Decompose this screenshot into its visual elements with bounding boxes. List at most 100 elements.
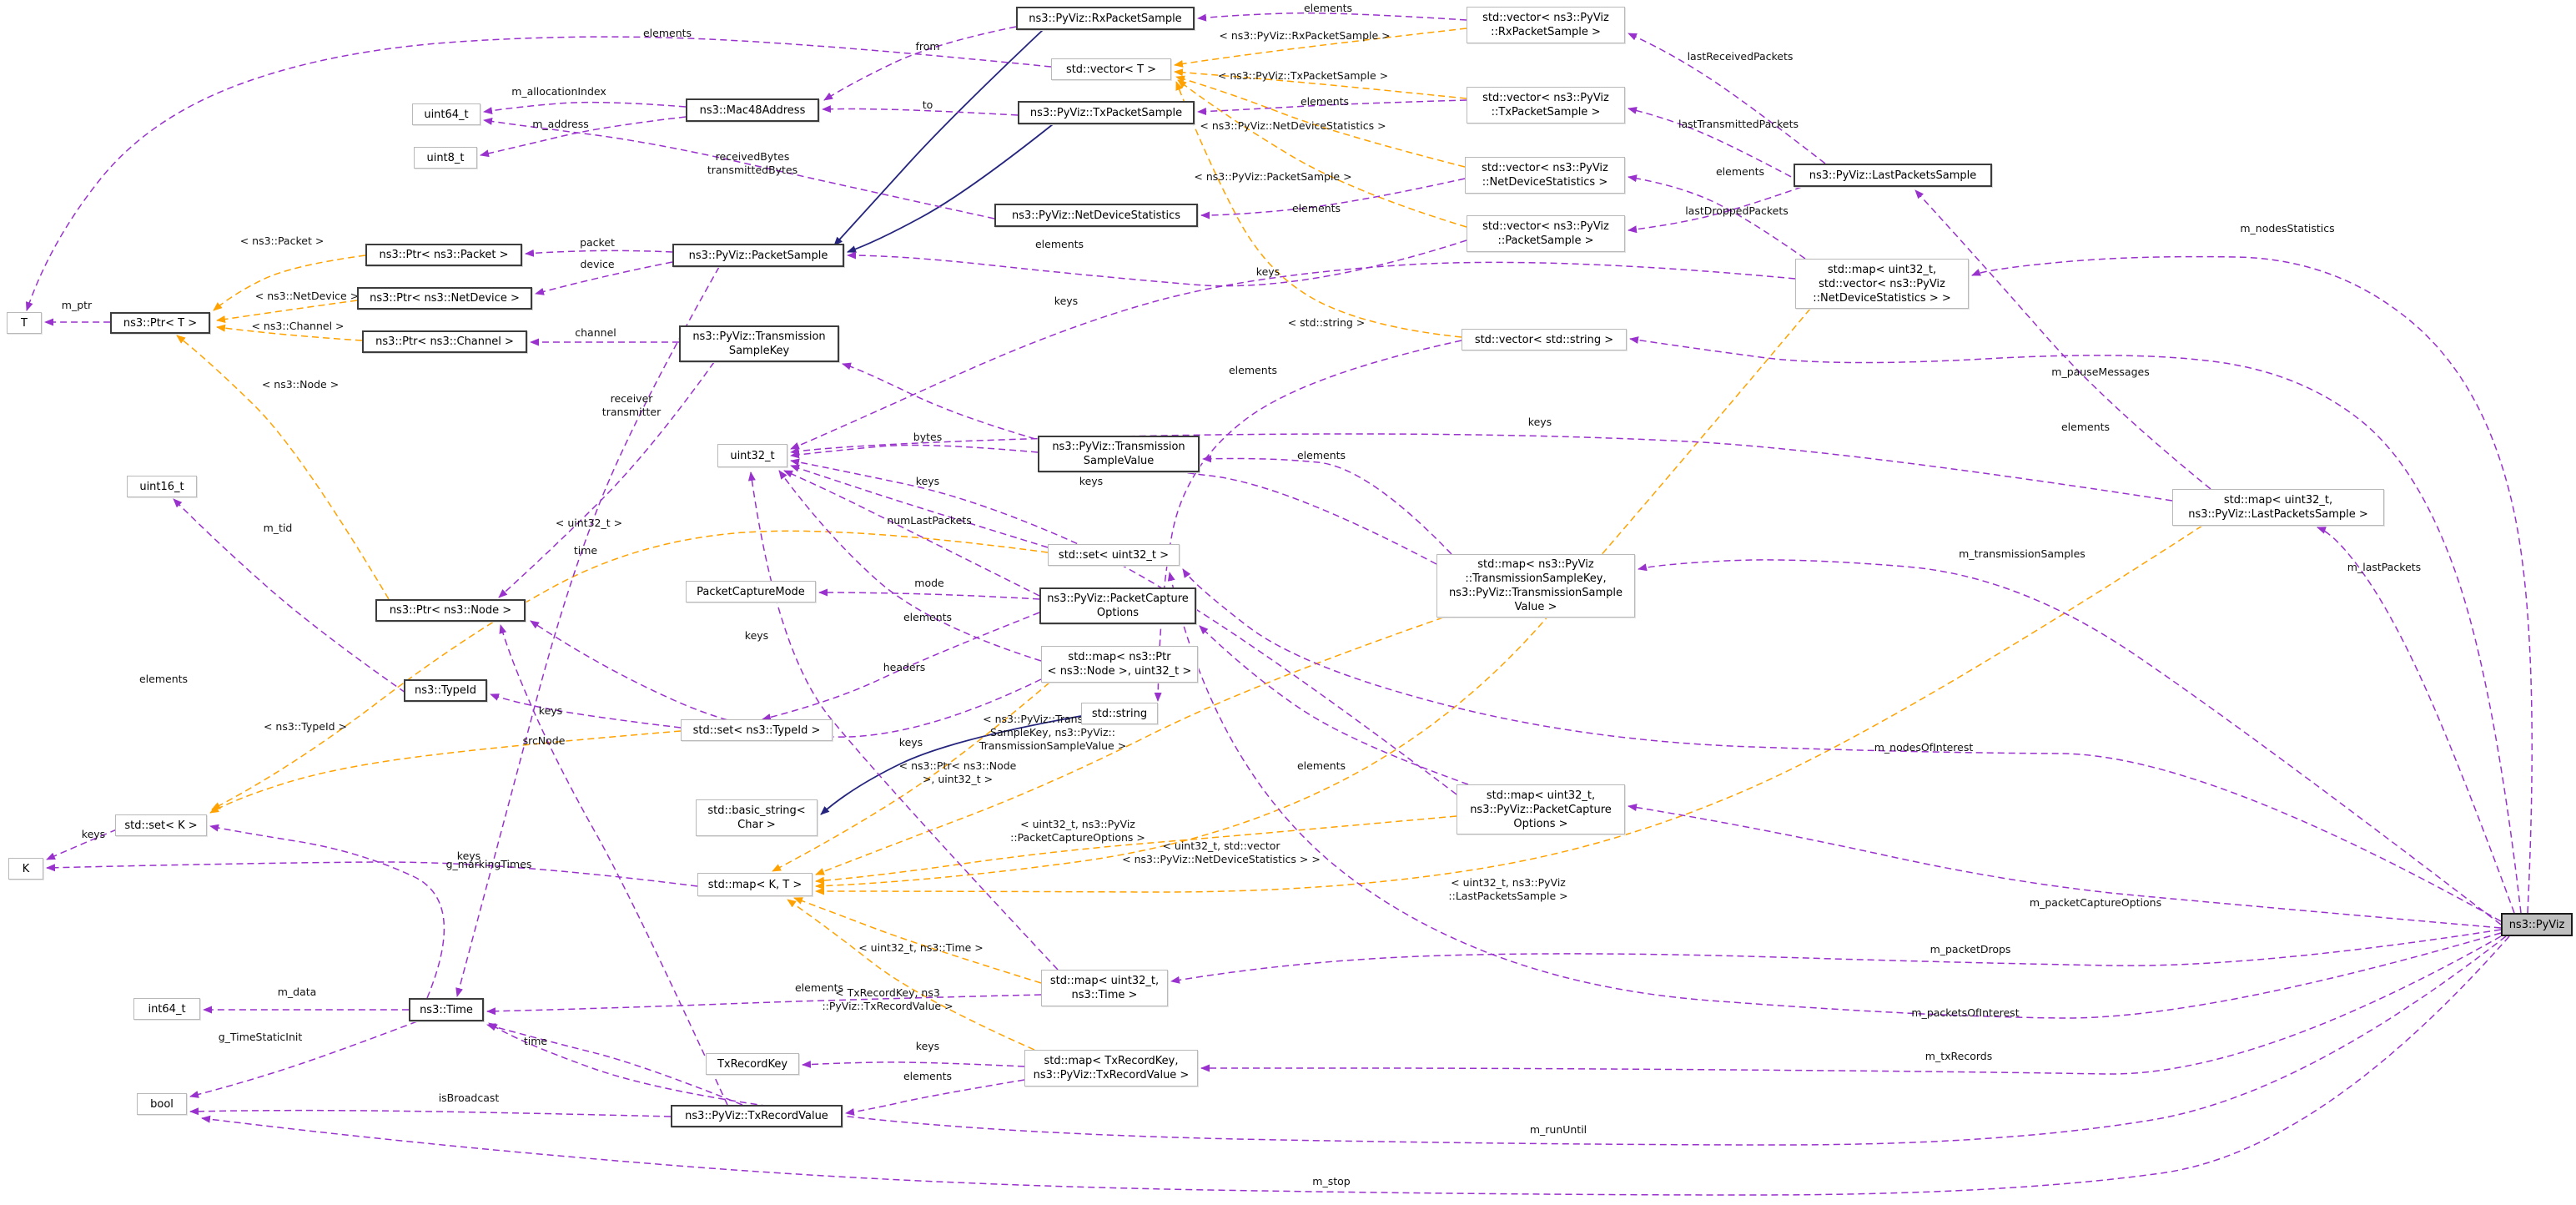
edge-label: < uint32_t > (555, 517, 623, 529)
class-box-pco[interactable]: ns3::PyViz::PacketCapture Options (1039, 587, 1196, 624)
edge-label: m_ptr (61, 299, 93, 311)
edge-label: from (915, 40, 940, 53)
edge-label: < uint32_t, ns3::PyViz ::LastPacketsSamp… (1448, 876, 1568, 902)
class-box-packetSample[interactable]: ns3::PyViz::PacketSample (672, 244, 844, 267)
class-box-label: std::map< ns3::PyViz ::TransmissionSampl… (1448, 558, 1623, 613)
class-box-label: std::set< uint32_t > (1058, 548, 1170, 562)
class-box-stdString: std::string (1081, 703, 1158, 724)
edge-label: m_transmissionSamples (1959, 547, 2085, 560)
edge-label: < ns3::PyViz::TxPacketSample > (1217, 69, 1389, 82)
edge-label: mode (914, 577, 944, 589)
edge-label: m_pauseMessages (2051, 366, 2150, 378)
edge-pyviz-to-time (488, 935, 2507, 1146)
class-box-lps[interactable]: ns3::PyViz::LastPacketsSample (1794, 164, 1992, 187)
class-box-label: uint32_t (730, 449, 775, 462)
class-box-label: ns3::PyViz (2508, 918, 2565, 931)
edge-label: m_runUntil (1529, 1123, 1587, 1136)
class-box-label: ns3::Ptr< ns3::Channel > (375, 335, 514, 348)
class-box-label: std::vector< T > (1065, 63, 1157, 76)
edge-mapU32Pco-to-mapKT (815, 815, 1457, 885)
edge-setTypeId-to-typeId (490, 693, 682, 729)
edge-label: isBroadcast (438, 1092, 500, 1104)
edge-time-to-setK (209, 824, 445, 999)
edge-label: m_nodesOfInterest (1874, 741, 1974, 754)
class-box-label: std::map< ns3::Ptr < ns3::Node >, uint32… (1047, 651, 1192, 678)
edge-label: g_markingTimes (445, 858, 532, 870)
edge-label: elements (903, 1070, 953, 1082)
class-box-label: K (22, 862, 30, 875)
edge-label: elements (794, 981, 844, 994)
edge-tsv-to-uint32 (790, 444, 1039, 459)
class-box-label: ns3::TypeId (415, 684, 476, 697)
edge-mapU32Lps-to-lps (1914, 189, 2211, 490)
class-box-pyviz[interactable]: ns3::PyViz (2501, 913, 2573, 936)
class-box-vecString: std::vector< std::string > (1462, 329, 1627, 350)
class-box-txValue[interactable]: ns3::PyViz::TxRecordValue (671, 1105, 843, 1127)
edge-mapU32Lps-to-uint32 (790, 433, 2173, 502)
class-box-tsv[interactable]: ns3::PyViz::Transmission SampleValue (1038, 436, 1200, 472)
edge-vecRx-to-rxPS (1197, 12, 1467, 22)
class-box-txKey: TxRecordKey (706, 1053, 799, 1075)
class-box-label: ns3::PyViz::LastPacketsSample (1809, 169, 1977, 182)
edge-pyviz-to-mapTskTsv (1638, 559, 2502, 925)
class-box-label: uint16_t (139, 480, 184, 493)
class-box-mapU32Lps: std::map< uint32_t, ns3::PyViz::LastPack… (2172, 489, 2384, 526)
class-box-vecTx: std::vector< ns3::PyViz ::TxPacketSample… (1467, 87, 1625, 124)
edge-vecNds-to-vectorT (1175, 75, 1466, 168)
class-box-label: ns3::PyViz::NetDeviceStatistics (1011, 209, 1181, 222)
class-box-rxPS[interactable]: ns3::PyViz::RxPacketSample (1016, 7, 1195, 30)
class-box-typeId[interactable]: ns3::TypeId (404, 679, 487, 702)
class-box-ptrPacket[interactable]: ns3::Ptr< ns3::Packet > (365, 244, 522, 266)
edge-label: lastReceivedPackets (1687, 50, 1794, 63)
class-box-label: ns3::PyViz::TxRecordValue (685, 1110, 828, 1122)
edge-vectorT-to-t (25, 36, 1052, 311)
edge-mapU32VecNds-to-uint32 (790, 261, 1796, 450)
class-box-ptrNetDevice[interactable]: ns3::Ptr< ns3::NetDevice > (357, 287, 532, 310)
edge-time-to-bool (189, 1021, 418, 1098)
class-box-ptrChannel[interactable]: ns3::Ptr< ns3::Channel > (362, 330, 527, 353)
edge-label: keys (744, 629, 769, 642)
class-box-ptrNode[interactable]: ns3::Ptr< ns3::Node > (375, 599, 526, 622)
edge-label: < std::string > (1287, 316, 1366, 329)
class-box-label: std::vector< ns3::PyViz ::TxPacketSample… (1482, 92, 1609, 118)
edge-label: < ns3::PyViz::RxPacketSample > (1219, 29, 1391, 42)
class-box-nds[interactable]: ns3::PyViz::NetDeviceStatistics (994, 204, 1198, 227)
class-box-label: std::map< uint32_t, ns3::PyViz::PacketCa… (1470, 789, 1612, 830)
edge-pyviz-to-mapU32VecNds (1971, 255, 2533, 914)
edge-label: to (922, 98, 933, 111)
class-box-label: ns3::Time (420, 1003, 473, 1016)
edge-label: < ns3::NetDevice > (254, 290, 360, 302)
class-box-time[interactable]: ns3::Time (409, 998, 484, 1021)
edge-pyviz-to-mapU32Pco (1628, 804, 2502, 929)
class-box-label: std::vector< ns3::PyViz ::PacketSample > (1482, 220, 1609, 247)
edge-label: m_nodesStatistics (2240, 222, 2335, 234)
class-box-uint64: uint64_t (412, 103, 480, 125)
edge-label: elements (1715, 165, 1765, 178)
class-box-mapKT: std::map< K, T > (697, 873, 813, 896)
edge-mapTxRecord-to-mapKT (787, 899, 1035, 1051)
edge-mapPtrNode-to-uint32 (778, 470, 1042, 662)
class-box-mac48[interactable]: ns3::Mac48Address (686, 98, 819, 122)
edge-label: channel (575, 326, 616, 339)
edge-pco-to-setTypeId (762, 612, 1040, 721)
class-box-k: K (8, 858, 43, 880)
edge-vecTx-to-txPS (1197, 99, 1467, 116)
class-box-tsk[interactable]: ns3::PyViz::Transmission SampleKey (679, 325, 839, 362)
edge-label: < ns3::Ptr< ns3::Node >, uint32_t > (898, 759, 1017, 785)
edge-pyviz-to-mapTxRecord (1200, 935, 2502, 1075)
class-box-ptrT[interactable]: ns3::Ptr< T > (110, 312, 210, 334)
edge-label: srcNode (522, 734, 566, 747)
edge-label: < ns3::Packet > (239, 234, 325, 247)
class-box-txPS[interactable]: ns3::PyViz::TxPacketSample (1018, 101, 1195, 124)
edge-label: headers (883, 661, 926, 673)
class-box-int64: int64_t (133, 998, 200, 1020)
edge-label: m_packetCaptureOptions (2029, 896, 2162, 909)
edge-ptrNode-to-ptrT (176, 335, 390, 600)
class-box-mapTxRecord: std::map< TxRecordKey, ns3::PyViz::TxRec… (1024, 1050, 1198, 1087)
class-box-label: std::set< ns3::TypeId > (692, 724, 821, 737)
class-box-label: ns3::Ptr< ns3::Node > (389, 604, 512, 617)
edge-label: m_packetsOfInterest (1911, 1006, 2020, 1019)
edge-label: elements (138, 673, 189, 685)
class-box-label: uint8_t (426, 151, 465, 164)
